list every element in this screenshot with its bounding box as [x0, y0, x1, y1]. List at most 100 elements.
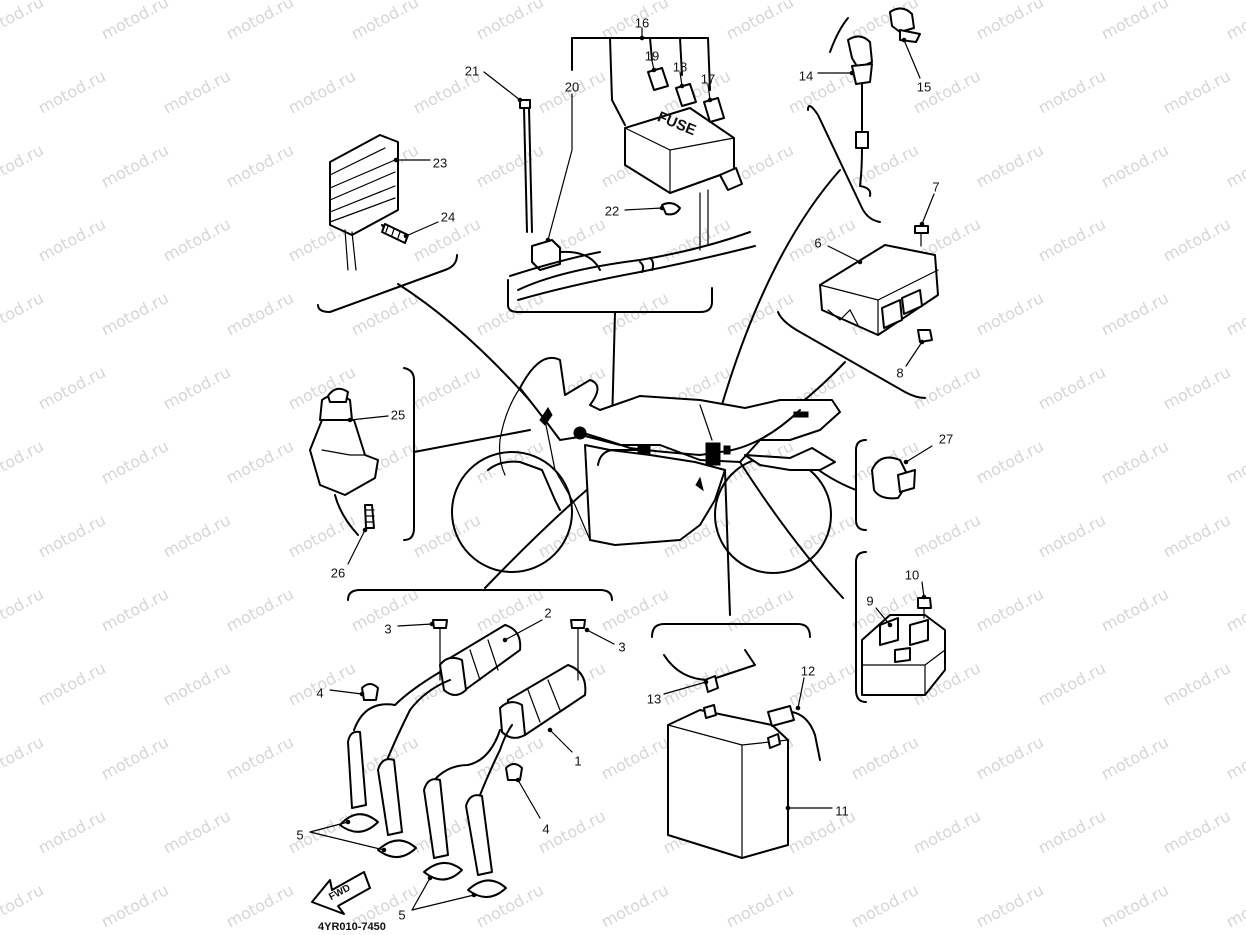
- callout-c18: 18: [673, 59, 687, 89]
- rear-wheel: [714, 456, 832, 574]
- callout-number: 23: [433, 155, 447, 170]
- callout-c25: 25: [347, 407, 405, 422]
- watermark-text: motod.ru: [223, 140, 297, 191]
- callout-leader-end: [785, 805, 791, 811]
- ignition-unit-6: [819, 244, 939, 336]
- callout-leader: [679, 71, 683, 87]
- watermark-text: motod.ru: [1035, 510, 1109, 561]
- callout-leader-end: [887, 622, 893, 628]
- watermark-text: motod.ru: [973, 288, 1047, 339]
- callout-c19: 19: [645, 48, 659, 73]
- clamp-15: [889, 7, 921, 43]
- callout-c27: 27: [903, 431, 953, 465]
- watermark-text: motod.ru: [910, 510, 984, 561]
- plug-cap-5-a: [339, 730, 379, 833]
- watermark-text: motod.ru: [1160, 658, 1234, 709]
- starter-relay-9: [861, 614, 946, 696]
- watermark-text: motod.ru: [785, 658, 859, 709]
- callout-leader-end: [545, 237, 551, 243]
- callout-c16: 16: [635, 15, 649, 41]
- watermark-text: motod.ru: [0, 584, 47, 635]
- watermark-text: motod.ru: [1098, 584, 1172, 635]
- callout-c4b: 4: [515, 777, 550, 836]
- callout-leader-end: [381, 847, 387, 853]
- rectifier-regulator: [329, 134, 405, 271]
- watermark-text: motod.ru: [973, 436, 1047, 487]
- callout-number: 24: [441, 209, 455, 224]
- callout-leader-end: [517, 97, 523, 103]
- watermark-text: motod.ru: [598, 880, 672, 931]
- watermark-text: motod.ru: [285, 658, 359, 709]
- callout-c1: 1: [547, 727, 582, 768]
- callout-c5a: 5: [296, 819, 387, 853]
- callout-number: 19: [645, 48, 659, 63]
- plug-cap-5-d: [465, 794, 507, 898]
- callout-c14: 14: [799, 68, 855, 83]
- callout-leader-end: [515, 777, 521, 783]
- callout-leader-end: [345, 819, 351, 825]
- callout-leader-end: [393, 157, 399, 163]
- main-switch-25: [309, 387, 379, 536]
- callout-number: 3: [384, 621, 391, 636]
- callout-leader-end: [362, 527, 368, 533]
- callout-number: 9: [866, 593, 873, 608]
- watermark-text: motod.ru: [1223, 288, 1246, 339]
- callout-leader-end: [707, 97, 713, 103]
- callout-leader: [797, 677, 805, 709]
- watermark-text: motod.ru: [660, 658, 734, 709]
- watermark-text: motod.ru: [1035, 362, 1109, 413]
- watermark-text: motod.ru: [973, 584, 1047, 635]
- watermark-text: motod.ru: [1098, 288, 1172, 339]
- callout-number: 15: [917, 79, 931, 94]
- watermark-text: motod.ru: [0, 436, 47, 487]
- callout-number: 13: [647, 691, 661, 706]
- callout-leader-end: [547, 727, 553, 733]
- callout-leader-end: [703, 679, 709, 685]
- watermark-text: motod.ru: [1035, 806, 1109, 857]
- callout-leader: [347, 529, 366, 565]
- callout-number: 10: [905, 567, 919, 582]
- fuse-18: [675, 83, 697, 107]
- main-harness-wire: [509, 231, 756, 301]
- grommet-22: [661, 202, 681, 216]
- callout-number: 12: [801, 663, 815, 678]
- callout-leader: [875, 607, 891, 626]
- watermark-text: motod.ru: [35, 510, 109, 561]
- watermark-text: motod.ru: [1223, 140, 1246, 191]
- watermark-text: motod.ru: [35, 362, 109, 413]
- fuse-19: [647, 67, 669, 91]
- high-tension-leads: [353, 671, 513, 801]
- callout-c8: 8: [896, 339, 925, 380]
- sensor-14: [829, 17, 873, 197]
- watermark-text: motod.ru: [98, 880, 172, 931]
- callout-number: 20: [565, 79, 579, 94]
- watermark-text: motod.ru: [348, 0, 422, 44]
- watermark-text: motod.ru: [0, 732, 47, 783]
- callout-number: 8: [896, 365, 903, 380]
- callout-leader: [663, 681, 707, 695]
- watermark-text: motod.ru: [598, 732, 672, 783]
- callout-c11: 11: [785, 803, 849, 818]
- callout-number: 14: [799, 68, 813, 83]
- watermark-text: motod.ru: [1223, 584, 1246, 635]
- callout-leader: [309, 821, 349, 833]
- watermark-text: motod.ru: [223, 732, 297, 783]
- callout-leader: [586, 629, 615, 645]
- ignition-coil-1: [499, 664, 587, 739]
- watermark-text: motod.ru: [1160, 806, 1234, 857]
- watermark-text: motod.ru: [35, 214, 109, 265]
- callout-leader: [405, 221, 439, 237]
- watermark-text: motod.ru: [723, 880, 797, 931]
- watermark-text: motod.ru: [785, 510, 859, 561]
- watermark-text: motod.ru: [1223, 732, 1246, 783]
- watermark-text: motod.ru: [223, 288, 297, 339]
- callout-number: 17: [701, 71, 715, 86]
- watermark-text: motod.ru: [1160, 510, 1234, 561]
- callout-leader-end: [427, 875, 433, 881]
- callout-number: 5: [398, 907, 405, 922]
- callout-number: 1: [574, 753, 581, 768]
- callout-leader-end: [639, 35, 645, 41]
- callout-number: 11: [835, 803, 849, 818]
- watermark-text: motod.ru: [973, 140, 1047, 191]
- callout-c15: 15: [901, 37, 931, 94]
